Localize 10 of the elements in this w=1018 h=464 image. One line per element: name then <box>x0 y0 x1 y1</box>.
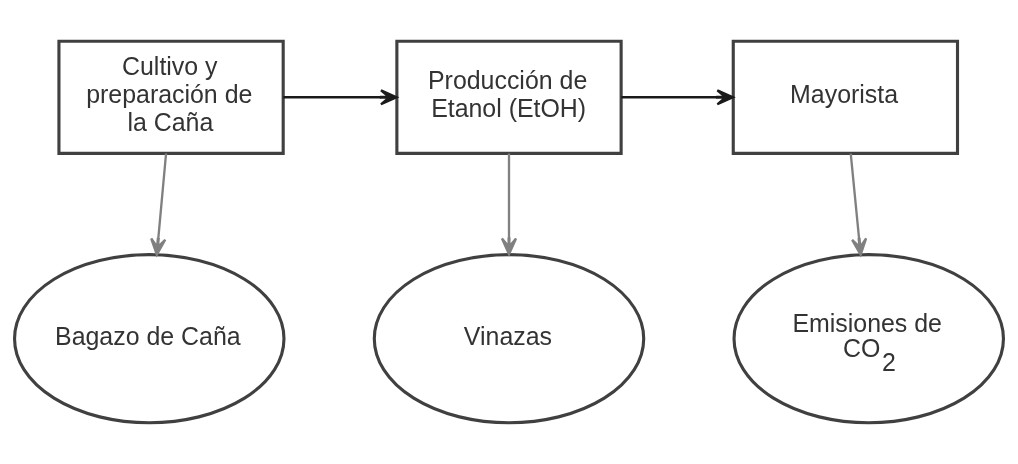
arrow <box>849 153 868 256</box>
arrow <box>150 153 168 256</box>
arrow <box>621 89 735 106</box>
arrow <box>283 89 398 106</box>
node-box: Producción de Etanol (EtOH) <box>395 39 623 155</box>
node-ellipse: Bagazo de Caña <box>13 253 286 425</box>
arrow <box>500 153 518 256</box>
node-box: Mayorista <box>731 39 960 155</box>
node-box: Cultivo y preparación de la Caña <box>57 39 285 155</box>
node-ellipse: Vinazas <box>372 253 646 425</box>
